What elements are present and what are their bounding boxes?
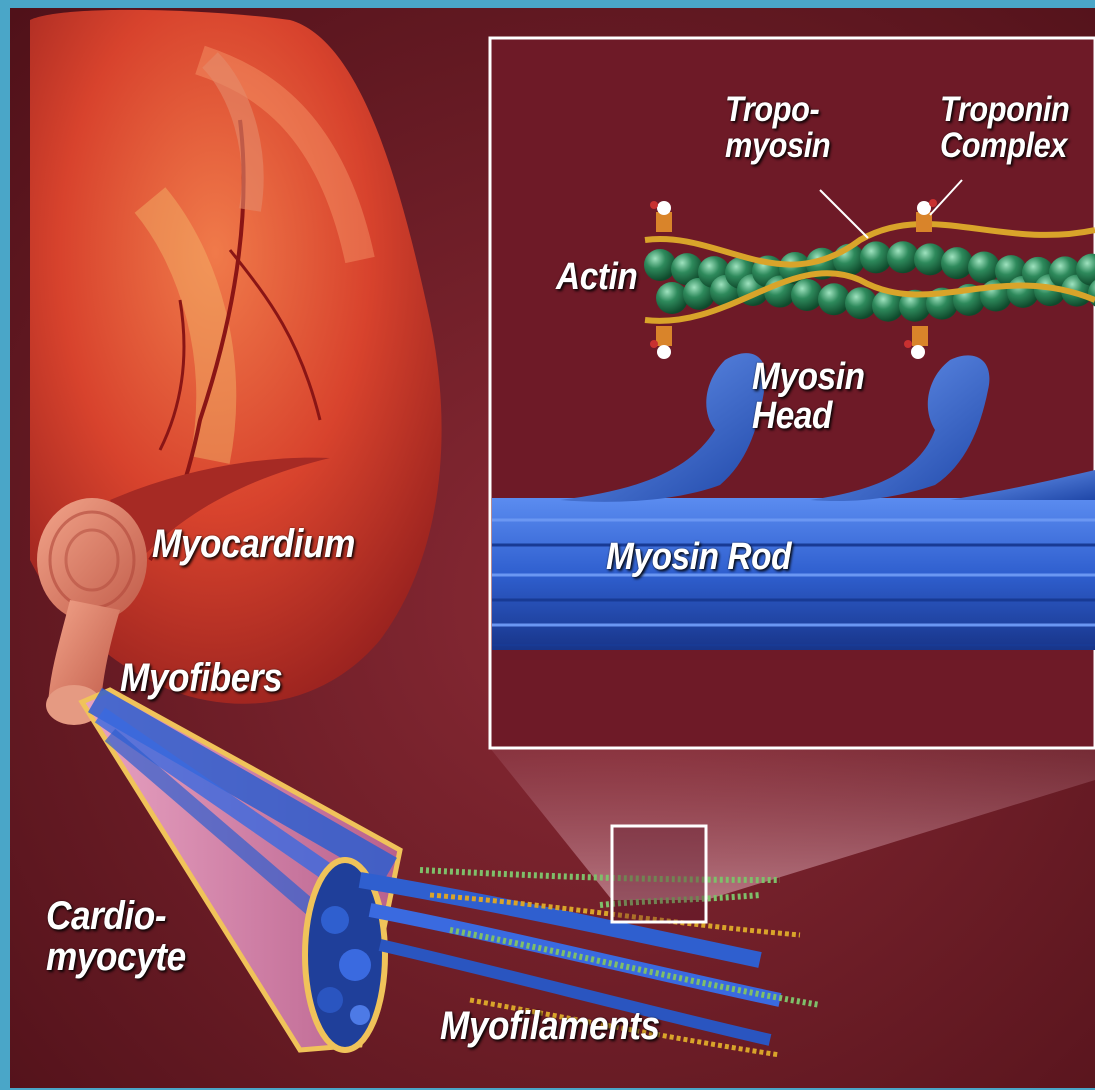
label-myosin-head: Myosin Head — [752, 358, 865, 436]
actin-bead — [941, 247, 973, 279]
label-troponin-complex: Troponin Complex — [940, 92, 1069, 163]
actin-bead — [644, 249, 676, 281]
actin-bead — [656, 282, 688, 314]
label-myocardium: Myocardium — [152, 524, 355, 565]
label-tropomyosin: Tropo- myosin — [725, 92, 830, 163]
label-cardiomyocyte: Cardio- myocyte — [46, 896, 186, 978]
actin-bead — [818, 283, 850, 315]
actin-bead — [791, 279, 823, 311]
label-myofilaments: Myofilaments — [440, 1006, 660, 1047]
myosin-rod — [492, 498, 1095, 650]
label-actin: Actin — [556, 258, 637, 297]
label-myosin-rod: Myosin Rod — [606, 538, 791, 577]
label-myofibers: Myofibers — [120, 658, 282, 699]
actin-bead — [914, 243, 946, 275]
zoom-source-box — [612, 826, 706, 922]
actin-bead — [968, 251, 1000, 283]
